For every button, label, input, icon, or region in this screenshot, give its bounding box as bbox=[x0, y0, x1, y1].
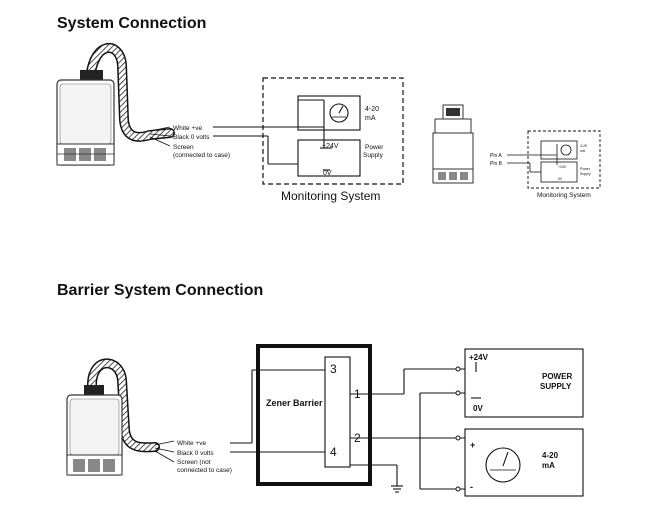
barrier-wire-label-screen: Screen (not bbox=[177, 459, 211, 466]
wire-label-white: White +ve bbox=[173, 125, 202, 132]
section-title-system-connection: System Connection bbox=[57, 15, 207, 32]
wire-label-screen-note: (connected to case) bbox=[173, 152, 230, 159]
sensor-with-cable bbox=[56, 43, 175, 166]
barrier-terminal-block bbox=[324, 356, 351, 468]
supply-label-supply: Supply bbox=[363, 152, 384, 159]
small-meter-block bbox=[540, 140, 578, 160]
barrier-pin-3: 3 bbox=[330, 362, 337, 376]
wire-label-screen: Screen bbox=[173, 144, 194, 151]
power-supply-label-supply: SUPPLY bbox=[540, 382, 572, 391]
zener-barrier-label: Zener Barrier bbox=[266, 398, 323, 408]
small-supply-label-plus: +24V bbox=[558, 165, 567, 169]
meter-label-4-20-2: 4-20 bbox=[542, 451, 559, 460]
meter-label-ma-2: mA bbox=[542, 461, 555, 470]
pin-a-label: Pin A bbox=[490, 153, 502, 159]
power-supply-block bbox=[297, 127, 361, 177]
meter-block-2 bbox=[464, 428, 584, 497]
barrier-ground bbox=[350, 464, 403, 493]
supply-label-power: Power bbox=[365, 144, 384, 151]
small-meter-label-4-20: 4-20 bbox=[580, 144, 587, 148]
barrier-wire-label-white: White +ve bbox=[177, 440, 206, 447]
pin-b-label: Pin B bbox=[490, 161, 503, 167]
supply-label-zero: 0V bbox=[323, 170, 332, 177]
small-meter-label-ma: mA bbox=[580, 149, 586, 153]
power-supply-label-power: POWER bbox=[542, 372, 572, 381]
barrier-output-wiring bbox=[350, 366, 465, 492]
supply-label-plus: +24V bbox=[322, 143, 339, 150]
small-supply-label-supply: Supply bbox=[580, 172, 591, 176]
meter-needle bbox=[502, 451, 509, 467]
monitoring-system-box bbox=[262, 77, 404, 185]
small-monitoring-box bbox=[527, 130, 601, 189]
small-meter-dial bbox=[560, 144, 572, 156]
barrier-wire-label-black: Black 0 volts bbox=[177, 450, 214, 457]
meter-plus-label: + bbox=[470, 440, 475, 450]
small-supply-block bbox=[540, 161, 578, 183]
zener-barrier-box bbox=[256, 344, 372, 486]
signal-wiring bbox=[213, 126, 324, 165]
meter-minus-label: - bbox=[470, 482, 473, 492]
barrier-wire-label-screen-note: connected to case) bbox=[177, 467, 232, 474]
power-supply-block-2 bbox=[464, 348, 584, 418]
barrier-pin-4: 4 bbox=[330, 445, 337, 459]
small-monitoring-label: Monitoring System bbox=[537, 192, 591, 199]
section-title-barrier-system-connection: Barrier System Connection bbox=[57, 282, 264, 299]
compact-sensor bbox=[432, 104, 474, 184]
monitoring-system-label: Monitoring System bbox=[281, 189, 380, 203]
meter-dial bbox=[485, 447, 521, 483]
meter-block bbox=[297, 95, 361, 131]
small-supply-label-zero: 0V bbox=[558, 177, 563, 181]
meter-label-ma: mA bbox=[365, 115, 376, 122]
barrier-supply-label-zero: 0V bbox=[473, 404, 483, 413]
wire-label-black: Black 0 volts bbox=[173, 134, 210, 141]
barrier-sensor-with-cable bbox=[66, 358, 175, 476]
small-supply-label-power: Power bbox=[580, 167, 591, 171]
barrier-input-wiring bbox=[230, 369, 325, 453]
meter-label-4-20: 4-20 bbox=[365, 106, 379, 113]
barrier-supply-label-plus: +24V bbox=[469, 353, 489, 362]
